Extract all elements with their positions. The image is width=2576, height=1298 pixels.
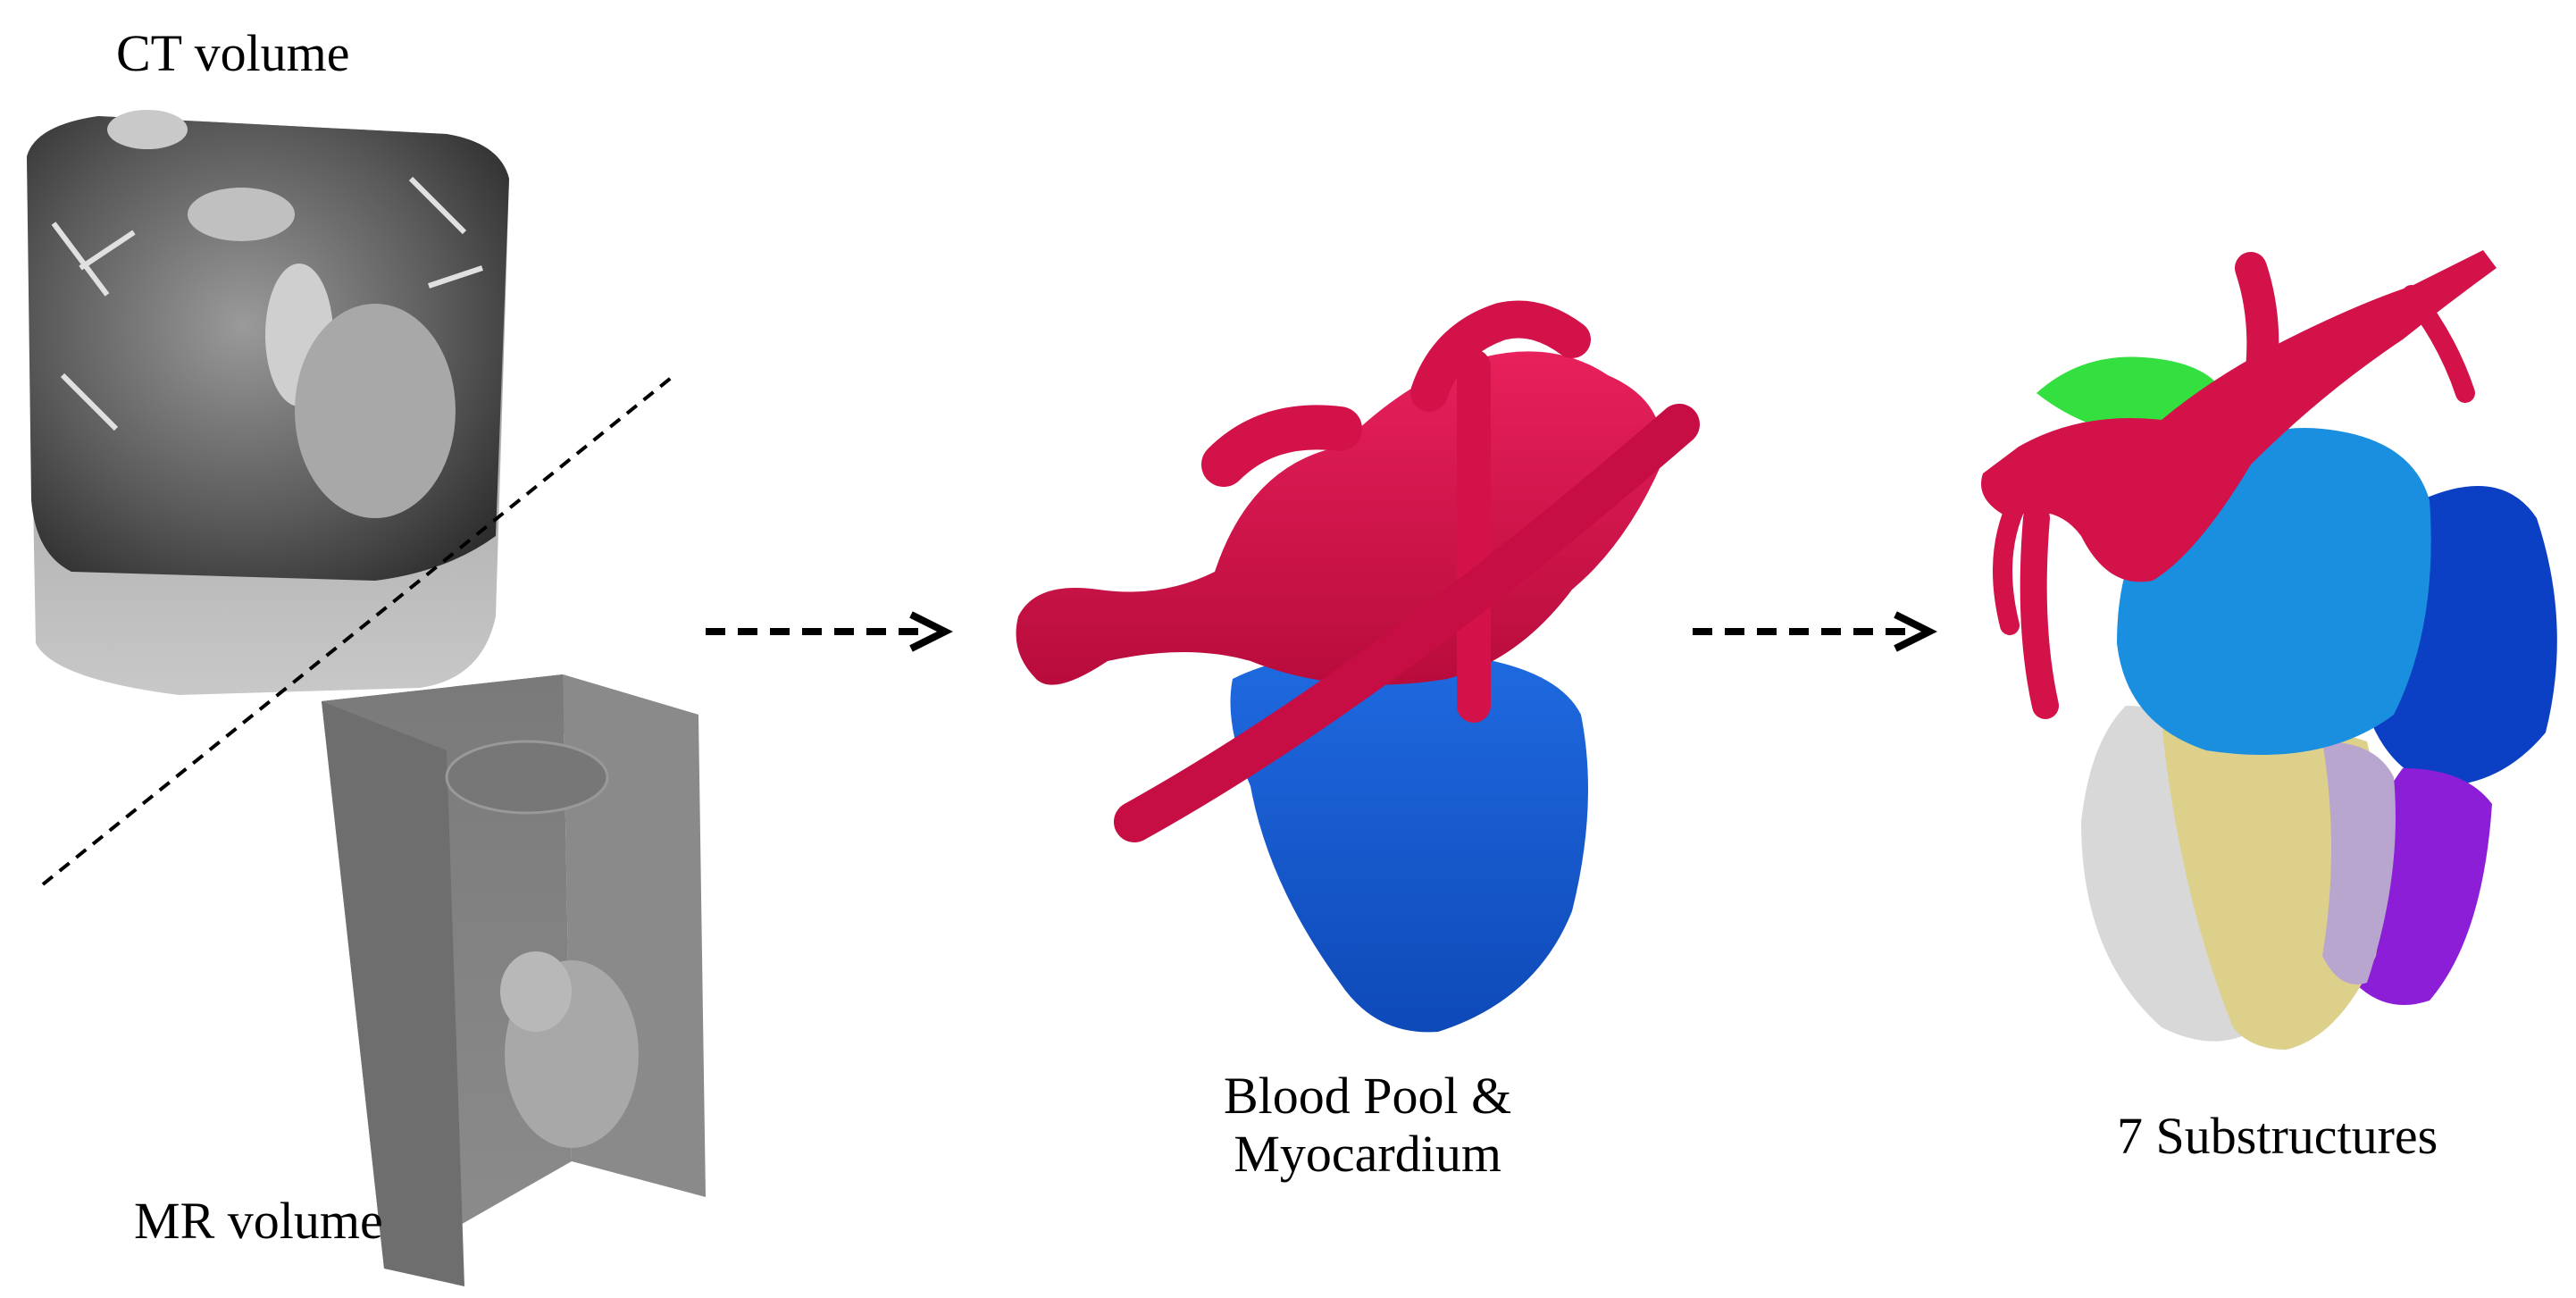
seven-substructures-model <box>1981 250 2557 1050</box>
mr-volume-image <box>322 674 706 1286</box>
arrow-1 <box>706 611 953 652</box>
substructures-label: 7 Substructures <box>2117 1107 2438 1165</box>
blood-pool-myocardium-model <box>1016 300 1700 1033</box>
ct-volume-image <box>27 110 509 695</box>
separator-dashed-line <box>41 373 676 886</box>
blood-pool-myocardium-label: Blood Pool & Myocardium <box>1224 1067 1512 1184</box>
ct-volume-label: CT volume <box>116 24 350 82</box>
mr-volume-label: MR volume <box>134 1192 383 1250</box>
blood-pool-label-line1: Blood Pool & <box>1224 1067 1512 1125</box>
blood-pool-label-line2: Myocardium <box>1234 1124 1501 1183</box>
arrow-2 <box>1693 611 1937 652</box>
